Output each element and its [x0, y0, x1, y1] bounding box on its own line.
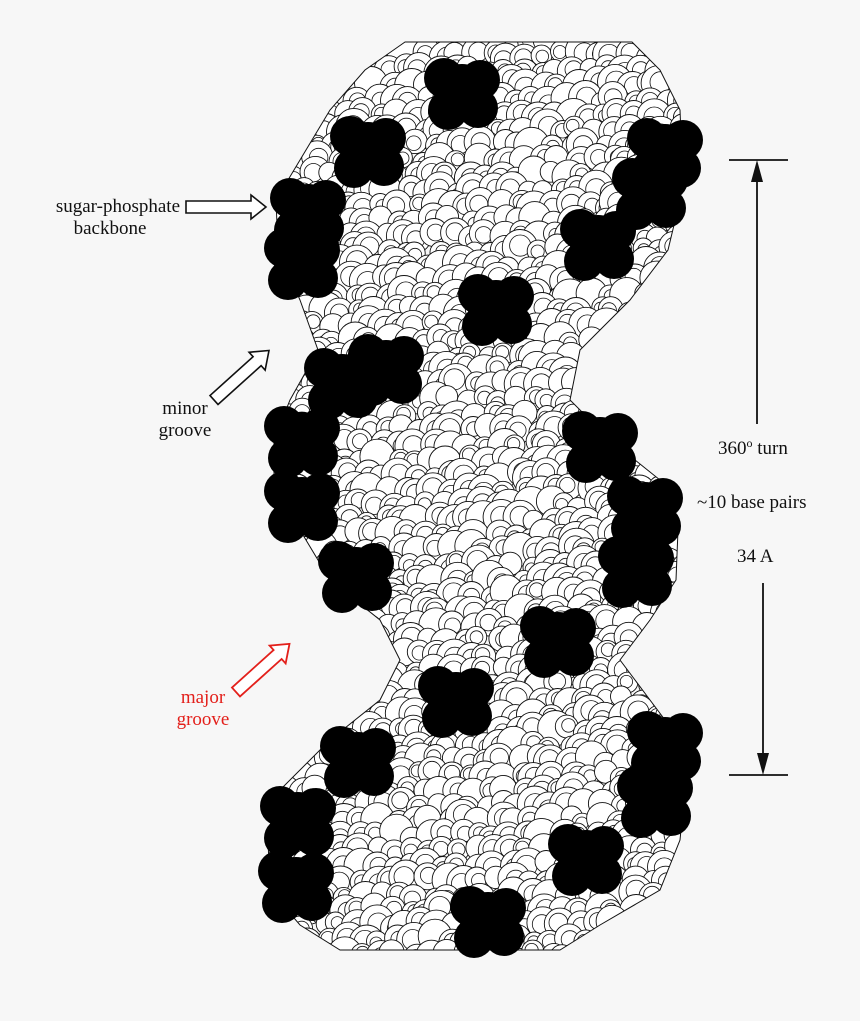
phosphate-group	[520, 606, 596, 678]
major-groove-label-line2: groove	[158, 709, 248, 731]
atom-sphere	[276, 146, 297, 167]
atom-sphere	[589, 308, 625, 344]
atom-sphere	[640, 261, 674, 295]
length-label: 34 A	[737, 546, 773, 568]
minor-groove-label-line2: groove	[140, 420, 230, 442]
atom-sphere	[596, 905, 628, 937]
major-groove-label-line1: major	[158, 687, 248, 709]
minor-groove-label-line1: minor	[140, 398, 230, 420]
phosphate-group	[617, 766, 693, 838]
turn-degree: o	[747, 436, 753, 450]
atom-sphere	[328, 937, 362, 971]
backbone-label-line1: sugar-phosphate	[14, 196, 180, 218]
phosphate-group	[562, 411, 638, 483]
phosphate-group	[264, 406, 340, 478]
atom-sphere	[578, 362, 598, 382]
phosphate-group	[598, 536, 674, 608]
atom-sphere	[293, 928, 322, 957]
major-groove-label: major groove	[158, 687, 248, 731]
minor-groove-label: minor groove	[140, 398, 230, 442]
atom-sphere	[522, 940, 544, 962]
turn-label: 360o turn	[718, 432, 788, 460]
phosphate-group	[264, 228, 340, 300]
phosphate-group	[258, 851, 334, 923]
atom-sphere	[379, 940, 404, 965]
base-pairs-label: ~10 base pairs	[697, 492, 806, 514]
backbone-arrow-icon	[186, 195, 266, 219]
atom-sphere	[362, 624, 390, 652]
turn-word: turn	[757, 438, 788, 459]
phosphate-group	[424, 58, 500, 130]
turn-number: 360	[718, 438, 747, 459]
atom-sphere	[365, 654, 392, 681]
phosphate-group	[264, 471, 340, 543]
phosphate-group	[320, 726, 396, 798]
phosphate-group	[548, 824, 624, 896]
atom-sphere	[579, 327, 604, 352]
phosphate-group	[418, 666, 494, 738]
atom-sphere	[618, 302, 642, 326]
phosphate-group	[260, 786, 336, 858]
backbone-label-line2: backbone	[14, 218, 180, 240]
measurement-arrow-icon	[729, 160, 788, 775]
atom-sphere	[295, 552, 316, 573]
atom-sphere	[249, 451, 269, 471]
phosphate-group	[318, 541, 394, 613]
atom-sphere	[283, 325, 315, 357]
phosphate-group	[450, 886, 526, 958]
phosphate-group	[458, 274, 534, 346]
atom-sphere	[635, 283, 656, 304]
backbone-label: sugar-phosphate backbone	[14, 196, 180, 240]
phosphate-group	[560, 209, 636, 281]
phosphate-group	[330, 116, 406, 188]
